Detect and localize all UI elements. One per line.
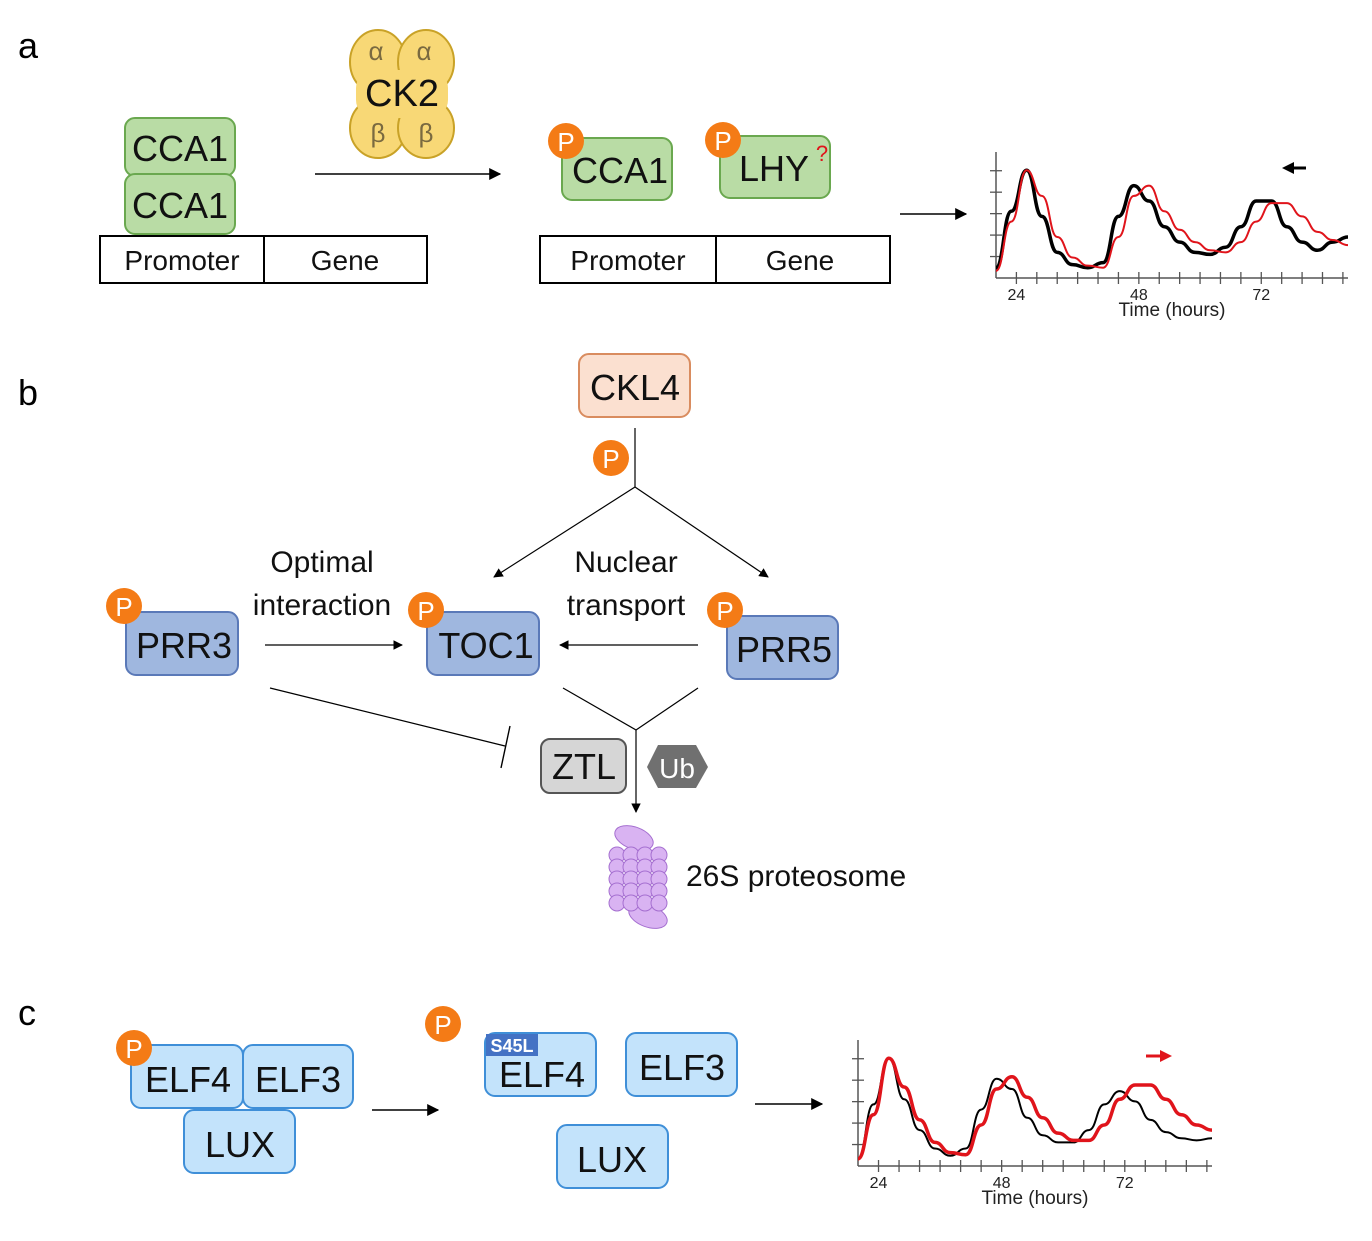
promoter-label-left: Promoter — [124, 245, 239, 276]
phospho-ckl4-label: P — [602, 444, 619, 474]
lux-free-label: LUX — [577, 1139, 647, 1180]
proteosome-label: 26S proteosome — [686, 860, 906, 893]
inhibition-bar — [500, 725, 511, 769]
panel-label-a: a — [18, 25, 39, 66]
phospho-prr3-icon — [106, 588, 142, 624]
panel-label-b: b — [18, 372, 38, 413]
prr5-label: PRR5 — [736, 629, 832, 670]
lux-label: LUX — [205, 1124, 275, 1165]
toc1-box — [426, 611, 540, 676]
ztl-box — [540, 738, 627, 794]
ck2-beta-left: β — [371, 118, 386, 148]
series-line-black — [994, 168, 1349, 270]
series-line-red — [995, 169, 1349, 272]
s45l-label: S45L — [490, 1036, 533, 1056]
prr5-box — [726, 615, 839, 680]
promoter-box-left — [99, 235, 265, 284]
ck2-complex: α α CK2 β β — [349, 29, 455, 159]
x-tick-label: 48 — [993, 1175, 1011, 1192]
cca1-phospho-label: CCA1 — [572, 150, 668, 191]
proteosome-icon — [608, 825, 668, 929]
lhy-question-mark: ? — [816, 141, 828, 166]
ck2-beta-right: β — [419, 118, 434, 148]
elf3-free-box — [625, 1032, 738, 1097]
elf3-label: ELF3 — [255, 1059, 341, 1100]
prr3-box — [125, 611, 239, 676]
phospho-toc1-icon — [408, 592, 444, 628]
gene-box-right — [715, 235, 891, 284]
x-axis-label: Time (hours) — [982, 1188, 1089, 1209]
phospho-prr5-icon — [707, 592, 743, 628]
elf4-mutant-label: ELF4 — [499, 1054, 585, 1095]
ck2-core — [356, 70, 448, 118]
nuclear-label-line1: Nuclear — [574, 546, 677, 579]
promoter-box-right — [539, 235, 717, 284]
ck2-alpha-left: α — [368, 36, 383, 66]
ck2-alpha-right: α — [416, 36, 431, 66]
x-tick-label: 72 — [1116, 1175, 1134, 1192]
phospho-lhy-label: P — [714, 126, 731, 156]
gene-box-left — [263, 235, 428, 284]
phospho-elf4-label: P — [125, 1034, 142, 1064]
phase-shift-arrowhead — [1160, 1050, 1172, 1062]
phospho-ckl4-icon — [593, 440, 629, 476]
cca1-bottom-label: CCA1 — [132, 185, 228, 226]
cca1-top-label: CCA1 — [132, 128, 228, 169]
nuclear-label-line2: transport — [567, 589, 686, 622]
optimal-label-line1: Optimal — [270, 546, 373, 579]
s45l-badge — [486, 1034, 538, 1056]
promoter-label-right: Promoter — [570, 245, 685, 276]
elf3-free-label: ELF3 — [639, 1047, 725, 1088]
toc1-to-ztl-line — [562, 687, 637, 731]
lux-box — [183, 1109, 296, 1174]
cca1-phospho-box — [561, 137, 673, 201]
phospho-free-icon — [425, 1006, 461, 1042]
lux-free-box — [556, 1124, 669, 1189]
phospho-cca1-label: P — [557, 127, 574, 157]
optimal-label-line2: interaction — [253, 589, 391, 622]
phospho-elf4-icon — [116, 1030, 152, 1066]
x-tick-label: 24 — [870, 1175, 888, 1192]
phospho-toc1-label: P — [417, 596, 434, 626]
x-tick-label: 48 — [1130, 287, 1148, 304]
ub-label: Ub — [659, 753, 695, 784]
gene-label-left: Gene — [311, 245, 380, 276]
lhy-box — [719, 135, 831, 199]
elf3-box — [242, 1044, 354, 1109]
panel-label-c: c — [18, 992, 36, 1033]
phospho-prr5-label: P — [716, 596, 733, 626]
gene-label-right: Gene — [766, 245, 835, 276]
prr3-label: PRR3 — [136, 625, 232, 666]
x-tick-label: 24 — [1008, 287, 1026, 304]
ubiquitin-icon — [647, 745, 708, 788]
series-line-black — [857, 1057, 1213, 1160]
ck2-name: CK2 — [365, 73, 439, 115]
phospho-prr3-label: P — [115, 592, 132, 622]
lhy-label: LHY — [739, 148, 809, 189]
ztl-label: ZTL — [552, 746, 616, 787]
ckl4-box — [578, 353, 691, 418]
elf4-label: ELF4 — [145, 1059, 231, 1100]
phospho-cca1-icon — [548, 123, 584, 159]
phospho-free-label: P — [434, 1010, 451, 1040]
cca1-bottom-box — [124, 173, 236, 235]
phospho-lhy-icon — [705, 122, 741, 158]
toc1-label: TOC1 — [438, 625, 533, 666]
inhibition-prr3-to-ztl — [269, 687, 506, 747]
arrow-ckl4-to-toc1 — [493, 486, 636, 578]
x-tick-label: 72 — [1252, 287, 1270, 304]
arrow-ckl4-to-prr5 — [634, 486, 769, 578]
prr5-to-ztl-line — [635, 687, 699, 731]
proteosome-subunit — [650, 894, 668, 912]
series-line-red — [856, 1056, 1213, 1161]
phase-shift-arrowhead — [1282, 162, 1294, 174]
ckl4-label: CKL4 — [590, 367, 680, 408]
x-axis-label: Time (hours) — [1119, 300, 1226, 321]
